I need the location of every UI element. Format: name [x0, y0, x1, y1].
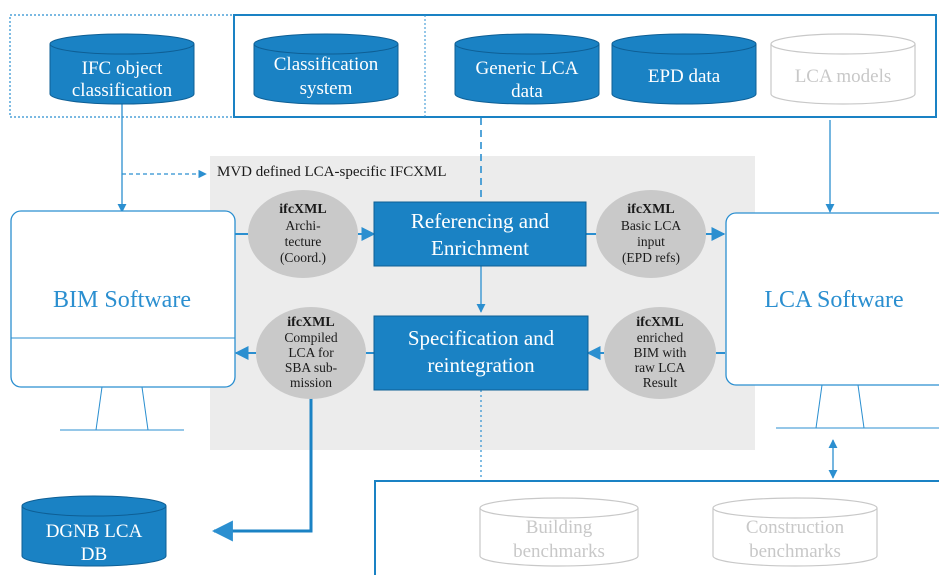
classification-db-top	[253, 33, 399, 55]
mvd-region-label: MVD defined LCA-specific IFCXML	[217, 164, 447, 180]
compiled-lca-line-1: Compiled	[284, 330, 337, 345]
generic-lca-db-line-2: data	[511, 81, 543, 102]
building-benchmarks-db-body	[479, 508, 639, 567]
construction-benchmarks-line-1: Construction	[746, 517, 845, 538]
dgnb-db-top	[21, 495, 167, 517]
generic-lca-data-db: Generic LCA data	[454, 33, 600, 105]
lca-monitor-stand-left	[815, 384, 823, 429]
specification-reintegration-box: Specification and reintegration	[373, 315, 589, 391]
dgnb-db-line-1: DGNB LCA	[46, 521, 143, 542]
bim-software-label: BIM Software	[53, 287, 191, 313]
basic-lca-circle-shape	[596, 190, 706, 278]
classification-db-line-1: Classification	[274, 54, 379, 75]
lca-software-label: LCA Software	[764, 287, 903, 313]
lca-monitor-stand-right	[857, 384, 865, 429]
lca-monitor-screen	[725, 212, 939, 386]
ifc-db-top	[49, 33, 195, 55]
compiled-lca-title: ifcXML	[287, 315, 334, 330]
enriched-bim-circle-shape	[604, 307, 716, 399]
lca-models-db: LCA models	[770, 33, 916, 105]
dgnb-lca-db: DGNB LCA DB	[21, 495, 167, 567]
compiled-lca-line-2: LCA for	[288, 345, 334, 360]
classification-system-db: Classification system	[253, 33, 399, 105]
construction-benchmarks-db-body	[712, 508, 878, 567]
basic-lca-line-1: Basic LCA	[621, 218, 682, 233]
enriched-bim-title: ifcXML	[636, 315, 683, 330]
compiled-lca-ifcxml-circle: ifcXML Compiled LCA for SBA sub- mission	[256, 307, 366, 399]
enriched-bim-line-2: BIM with	[634, 345, 687, 360]
enriched-bim-line-4: Result	[643, 375, 678, 390]
epd-db-line-1: EPD data	[648, 66, 721, 87]
compiled-lca-line-3: SBA sub-	[285, 360, 338, 375]
architecture-line-2: tecture	[285, 234, 322, 249]
lca-models-db-body	[770, 44, 916, 105]
specification-box-shape	[373, 315, 589, 391]
construction-benchmarks-db: Construction benchmarks	[712, 497, 878, 567]
compiled-to-dgnb-arrow	[211, 398, 313, 542]
ifc-object-classification-db: IFC object classification	[49, 33, 195, 105]
building-benchmarks-line-2: benchmarks	[513, 541, 605, 562]
ifc-db-line-2: classification	[72, 80, 173, 101]
data-sources-frame	[233, 14, 937, 118]
basic-lca-title: ifcXML	[627, 202, 674, 217]
generic-lca-db-top	[454, 33, 600, 55]
enriched-bim-line-1: enriched	[637, 330, 684, 345]
building-benchmarks-db-top	[479, 497, 639, 519]
referencing-box-line-1: Referencing and	[411, 209, 550, 233]
architecture-circle-shape	[248, 190, 358, 278]
dgnb-db-body	[21, 506, 167, 567]
enriched-bim-ifcxml-circle: ifcXML enriched BIM with raw LCA Result	[604, 307, 716, 399]
lca-models-db-top	[770, 33, 916, 55]
construction-benchmarks-line-2: benchmarks	[749, 541, 841, 562]
specification-box-line-1: Specification and	[408, 326, 555, 350]
bim-monitor-stand-right	[141, 386, 149, 431]
classification-db-line-2: system	[300, 78, 353, 99]
bim-monitor-screen	[10, 210, 236, 388]
epd-db-top	[611, 33, 757, 55]
building-benchmarks-db: Building benchmarks	[479, 497, 639, 567]
enriched-bim-line-3: raw LCA	[635, 360, 686, 375]
benchmarks-frame	[374, 480, 939, 575]
construction-benchmarks-db-top	[712, 497, 878, 519]
architecture-line-1: Archi-	[285, 218, 321, 233]
basic-lca-line-2: input	[637, 234, 665, 249]
referencing-box-line-2: Enrichment	[431, 236, 529, 260]
lca-software-monitor: LCA Software	[725, 212, 939, 429]
referencing-box-shape	[373, 201, 587, 267]
ifc-db-line-1: IFC object	[82, 58, 163, 79]
compiled-lca-circle-shape	[256, 307, 366, 399]
compiled-lca-line-4: mission	[290, 375, 332, 390]
epd-db-body	[611, 44, 757, 105]
architecture-title: ifcXML	[279, 202, 326, 217]
architecture-ifcxml-circle: ifcXML Archi- tecture (Coord.)	[248, 190, 358, 278]
basic-lca-ifcxml-circle: ifcXML Basic LCA input (EPD refs)	[596, 190, 706, 278]
classification-db-body	[253, 44, 399, 105]
lca-models-db-line-1: LCA models	[795, 66, 892, 87]
bim-monitor-stand-left	[95, 386, 103, 431]
basic-lca-line-3: (EPD refs)	[622, 250, 680, 265]
epd-data-db: EPD data	[611, 33, 757, 105]
generic-lca-db-line-1: Generic LCA	[476, 58, 579, 79]
ifc-db-body	[49, 44, 195, 105]
generic-lca-db-body	[454, 44, 600, 105]
bim-software-monitor: BIM Software	[10, 210, 236, 431]
building-benchmarks-line-1: Building	[526, 517, 593, 538]
specification-box-line-2: reintegration	[427, 353, 535, 377]
referencing-enrichment-box: Referencing and Enrichment	[373, 201, 587, 267]
architecture-line-3: (Coord.)	[280, 250, 326, 265]
dgnb-db-line-2: DB	[81, 544, 107, 565]
